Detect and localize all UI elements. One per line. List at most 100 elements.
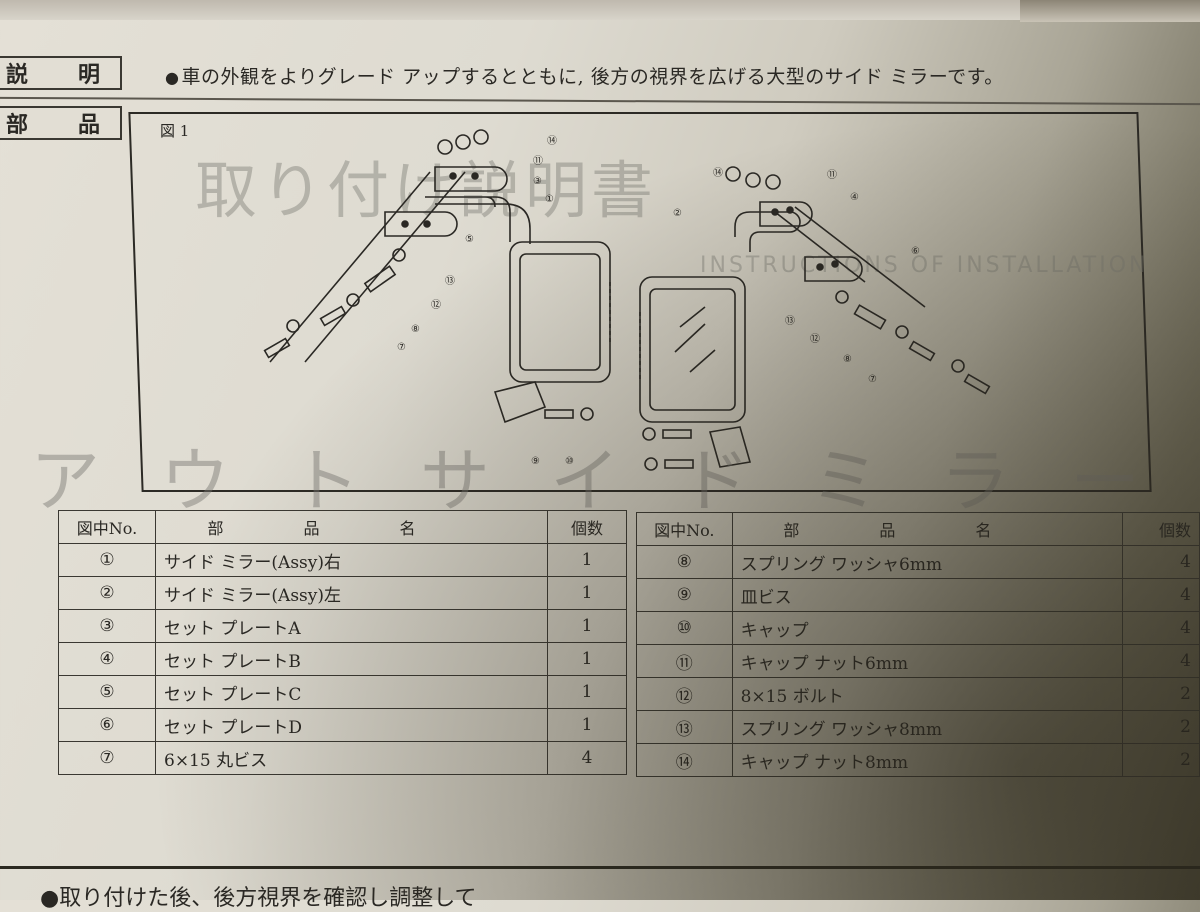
parts-label-text: 部 品 [6,112,103,138]
description-section-label: 説 明 [0,56,122,90]
header-no: 図中No. [636,512,733,546]
header-name: 部品名 [731,512,1124,546]
part-qty: 2 [1122,743,1200,777]
part-qty: 1 [547,675,627,709]
svg-text:⑫: ⑫ [810,333,820,345]
bottom-divider [0,866,1200,869]
header-name: 部品名 [155,510,548,544]
right-mirror-housing [639,276,746,423]
left-mount-line [269,171,431,363]
part-number: ⑬ [636,710,733,744]
part-name: スプリング ワッシャ8mm [731,710,1124,744]
part-qty: 4 [1122,644,1200,678]
part-qty: 4 [1122,578,1200,612]
part-name: セット プレートC [155,675,548,709]
plate-a-icon [434,166,508,192]
header-no: 図中No. [58,510,156,544]
svg-text:⑦: ⑦ [397,342,406,353]
part-number: ④ [58,642,156,676]
svg-text:⑭: ⑭ [713,167,723,179]
left-mirror-housing [509,241,611,383]
description-text: ●車の外観をよりグレード アップするとともに, 後方の視界を広げる大型のサイド … [165,62,1004,89]
svg-text:⑭: ⑭ [547,135,557,147]
part-name: 8×15 ボルト [731,677,1124,711]
left-mirror-base [493,381,547,424]
part-number: ③ [58,609,156,643]
svg-text:⑫: ⑫ [431,299,441,311]
description-body: 車の外観をよりグレード アップするとともに, 後方の視界を広げる大型のサイド ミ… [181,66,1004,88]
part-name: キャップ ナット8mm [731,743,1124,777]
svg-text:⑬: ⑬ [785,315,795,327]
part-name: キャップ ナット6mm [731,644,1124,678]
part-number: ⑫ [636,677,733,711]
svg-text:⑬: ⑬ [445,275,455,287]
header-qty: 個数 [547,510,627,544]
part-qty: 4 [1122,611,1200,645]
table-header-row: 図中No. 部品名 個数 [636,512,1200,546]
right-arm [734,211,801,252]
svg-text:⑥: ⑥ [911,246,920,257]
parts-section-label: 部 品 [0,106,122,140]
part-qty: 1 [547,609,627,643]
svg-text:④: ④ [850,192,859,203]
svg-text:⑤: ⑤ [465,234,474,245]
part-number: ⑭ [636,743,733,777]
part-name: スプリング ワッシャ6mm [731,545,1124,579]
svg-text:⑧: ⑧ [411,324,420,335]
part-qty: 4 [1122,545,1200,579]
part-number: ⑦ [58,741,156,775]
part-qty: 1 [547,576,627,610]
part-number: ⑧ [636,545,733,579]
table-header-row: 図中No. 部品名 個数 [58,510,627,544]
part-number: ⑨ [636,578,733,612]
part-qty: 4 [547,741,627,775]
part-qty: 2 [1122,710,1200,744]
part-number: ⑩ [636,611,733,645]
part-qty: 1 [547,708,627,742]
svg-text:①: ① [545,194,554,205]
part-name: サイド ミラー(Assy)左 [155,576,548,610]
part-number: ⑪ [636,644,733,678]
part-number: ⑥ [58,708,156,742]
part-number: ① [58,543,156,577]
part-qty: 1 [547,543,627,577]
part-name: キャップ [731,611,1124,645]
part-name: セット プレートD [155,708,548,742]
part-qty: 1 [547,642,627,676]
part-name: 6×15 丸ビス [155,741,548,775]
svg-text:⑪: ⑪ [827,169,837,181]
footer-note: ●取り付けた後、後方視界を確認し調整して [40,886,477,911]
part-name: セット プレートB [155,642,548,676]
part-number: ② [58,576,156,610]
svg-text:⑪: ⑪ [533,155,543,167]
section-divider [0,96,1200,106]
plastic-sleeve-edge [0,0,1200,22]
header-qty: 個数 [1122,512,1200,546]
part-number: ⑤ [58,675,156,709]
svg-text:③: ③ [533,176,542,187]
part-name: セット プレートA [155,609,548,643]
bullet-icon: ● [165,68,180,87]
part-name: 皿ビス [731,578,1124,612]
svg-text:⑧: ⑧ [843,354,852,365]
part-qty: 2 [1122,677,1200,711]
svg-text:②: ② [673,208,682,219]
description-label-text: 説 明 [6,62,103,88]
